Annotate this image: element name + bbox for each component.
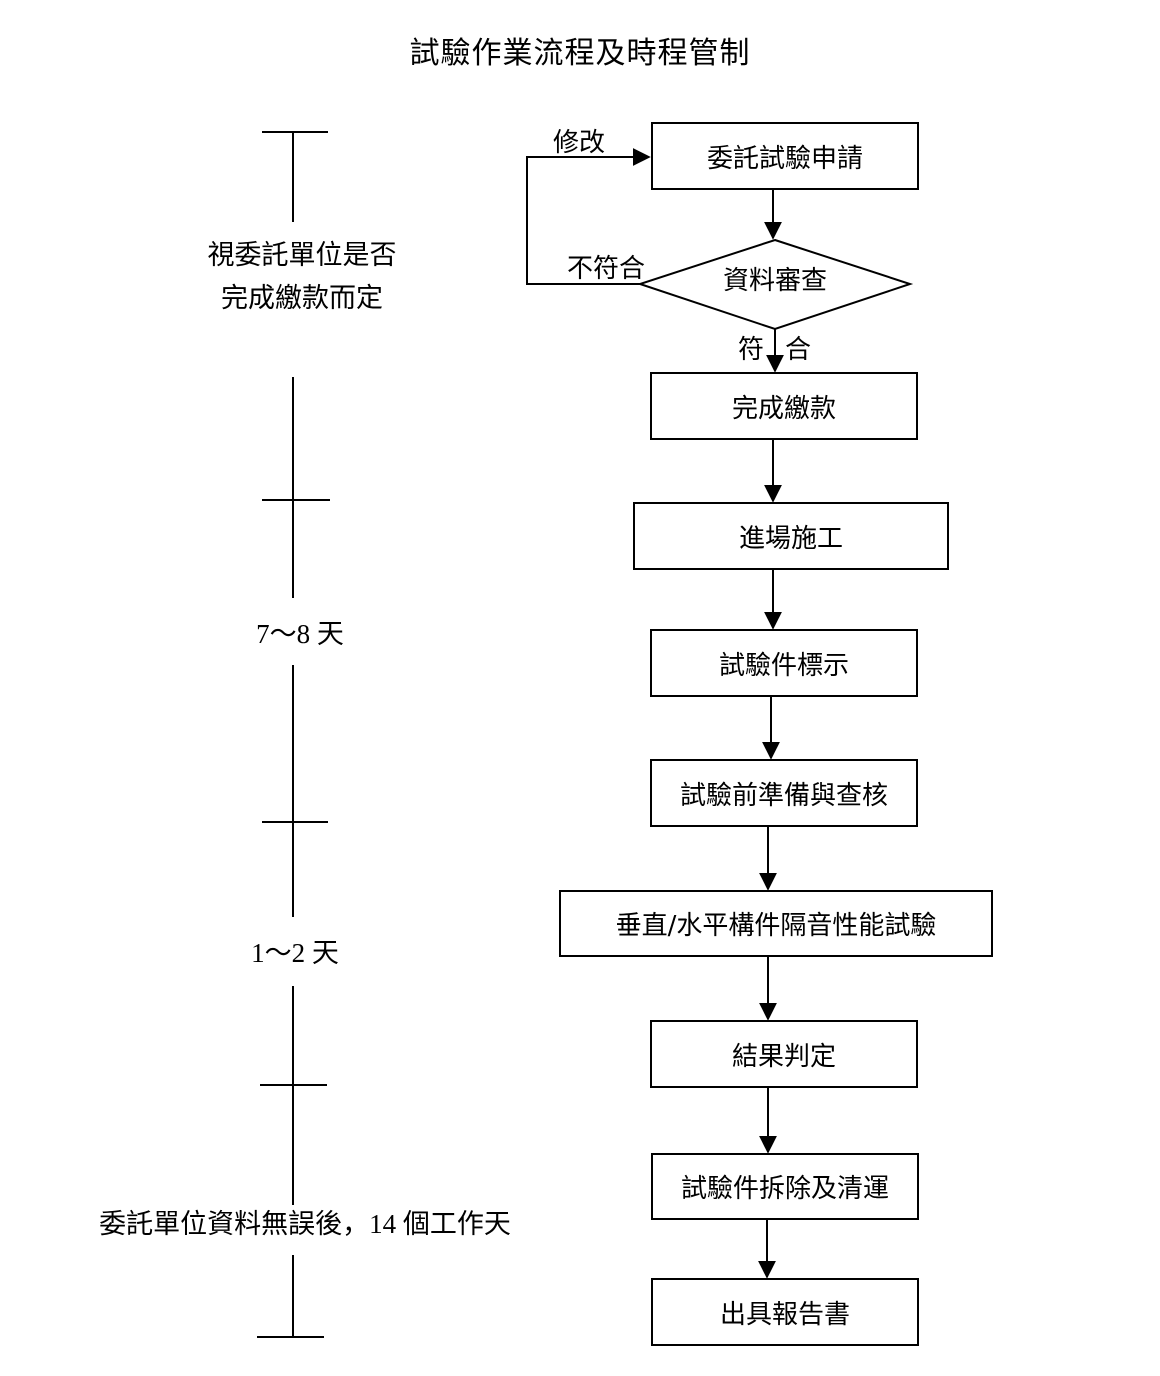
timeline-seg1-line2: 完成繳款而定 bbox=[221, 283, 383, 315]
edge-label-revise: 修改 bbox=[553, 128, 606, 158]
timeline-total-label: 委託單位資料無誤後，14 個工作天 bbox=[99, 1209, 511, 1239]
timeline-seg2-label: 7～8 天 bbox=[256, 619, 344, 649]
feedback-loop bbox=[526, 148, 651, 285]
step-review-label: 資料審查 bbox=[722, 266, 827, 296]
edge-label-pass-right: 合 bbox=[785, 335, 812, 365]
step-report: 出具報告書 bbox=[651, 1278, 919, 1346]
step-label: 試驗件標示 bbox=[650, 629, 918, 697]
timeline-seg1-label: 視委託單位是否 完成繳款而定 bbox=[160, 234, 444, 320]
timeline-seg1-line1: 視委託單位是否 bbox=[207, 240, 397, 271]
step-prepare: 試驗前準備與查核 bbox=[650, 759, 918, 827]
step-pay: 完成繳款 bbox=[650, 372, 918, 440]
diagram-title: 試驗作業流程及時程管制 bbox=[409, 36, 751, 71]
step-remove: 試驗件拆除及清運 bbox=[651, 1153, 919, 1220]
step-construct: 進場施工 bbox=[633, 502, 949, 570]
timeline-bar bbox=[257, 131, 330, 1338]
step-judge: 結果判定 bbox=[650, 1020, 918, 1088]
step-apply: 委託試驗申請 bbox=[651, 122, 919, 190]
edge-label-pass-left: 符 bbox=[738, 335, 765, 365]
edge-label-fail: 不符合 bbox=[567, 254, 646, 284]
timeline-seg3-label: 1～2 天 bbox=[251, 938, 339, 968]
step-test: 垂直/水平構件隔音性能試驗 bbox=[559, 890, 993, 957]
